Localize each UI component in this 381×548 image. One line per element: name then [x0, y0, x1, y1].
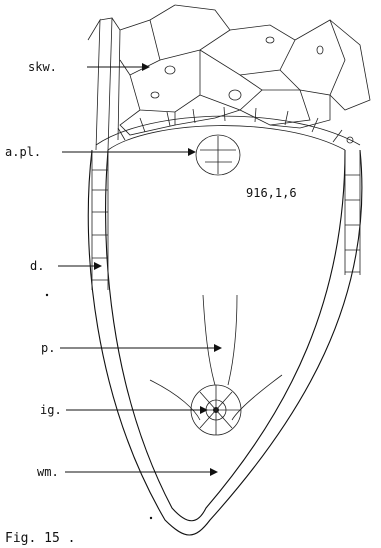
- label-d: d.: [30, 259, 44, 273]
- stray-dot: [46, 294, 48, 296]
- figure-caption: Fig. 15 .: [5, 531, 75, 546]
- upper-tissue-cells: [88, 5, 370, 150]
- label-skw: skw.: [28, 60, 57, 74]
- label-wm: wm.: [37, 465, 59, 479]
- label-ig: ig.: [40, 403, 62, 417]
- stray-dot: [150, 517, 152, 519]
- label-arrows: [58, 63, 222, 476]
- apical-plate-cells: [96, 107, 360, 175]
- label-annotation: 916,1,6: [246, 186, 297, 200]
- ig-cell-cluster: [150, 375, 282, 435]
- label-apl: a.pl.: [5, 145, 41, 159]
- inner-wall-outline: [106, 150, 345, 521]
- outer-wall-outline: [88, 150, 362, 535]
- pollen-tube: [203, 295, 237, 385]
- right-cell-layer: [345, 150, 360, 275]
- label-p: p.: [41, 341, 55, 355]
